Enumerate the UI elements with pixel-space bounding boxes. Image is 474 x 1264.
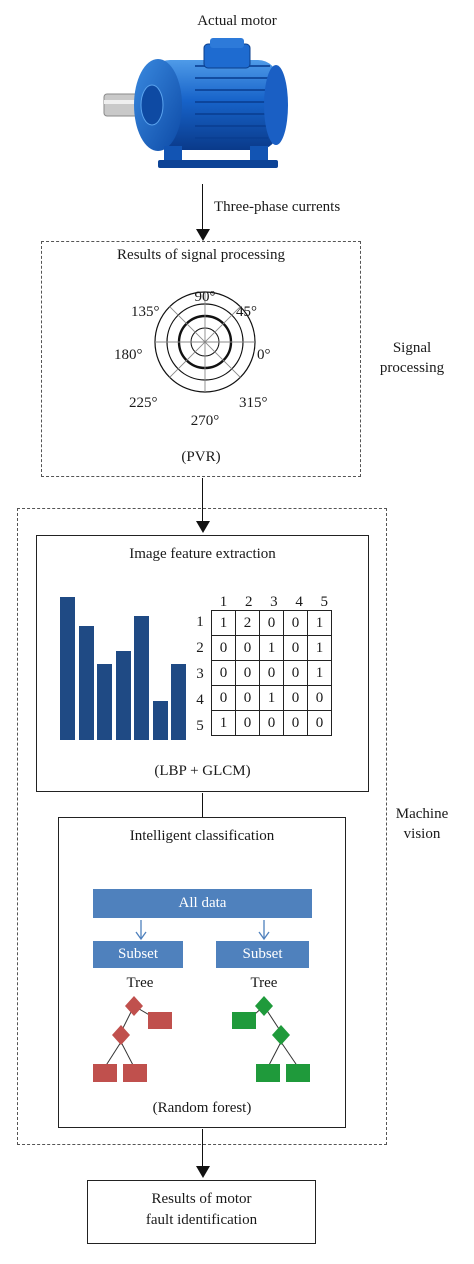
glcm-row-header: 1 [196, 614, 204, 630]
arrow-classification-to-result [202, 1129, 204, 1169]
angle-0: 0° [257, 347, 271, 363]
glcm-cell: 1 [211, 610, 236, 636]
glcm-cell: 0 [235, 710, 260, 736]
glcm-row-header: 2 [196, 640, 204, 656]
glcm-cell: 2 [235, 610, 260, 636]
histogram-bar [134, 616, 149, 740]
glcm-cell: 0 [235, 685, 260, 711]
angle-225: 225° [129, 395, 158, 411]
glcm-cell: 0 [283, 610, 308, 636]
edge-label-three-phase: Three-phase currents [214, 199, 341, 215]
glcm-cell: 1 [211, 710, 236, 736]
glcm-cell: 0 [235, 660, 260, 686]
arrowhead-motor-to-signal [196, 229, 210, 241]
glcm-cell: 1 [307, 610, 332, 636]
signal-side-label-1: Signal [392, 340, 432, 356]
angle-90: 90° [194, 289, 216, 305]
glcm-cell: 0 [211, 660, 236, 686]
glcm-cell: 0 [283, 685, 308, 711]
glcm-col-header: 4 [295, 594, 303, 610]
lbp-histogram [60, 597, 190, 740]
signal-side-label-2: processing [379, 360, 445, 376]
glcm-cell: 0 [211, 635, 236, 661]
result-box [87, 1180, 316, 1244]
angle-45: 45° [236, 304, 257, 320]
glcm-row-header: 4 [196, 692, 204, 708]
feature-box-caption: (LBP + GLCM) [154, 763, 251, 779]
histogram-bar [78, 626, 94, 740]
glcm-row-header: 3 [196, 666, 204, 682]
signal-box-caption: (PVR) [181, 449, 221, 465]
histogram-bar [171, 664, 186, 740]
arrow-features-to-classification [202, 793, 204, 823]
polar-plot [154, 291, 256, 393]
all-data-block: All data [93, 889, 312, 918]
glcm-cell: 1 [307, 660, 332, 686]
classification-box-caption: (Random forest) [152, 1100, 252, 1116]
angle-270: 270° [190, 413, 220, 429]
glcm-cell: 1 [307, 635, 332, 661]
result-line-1: Results of motor [151, 1191, 252, 1207]
mv-side-label-2: vision [403, 826, 441, 842]
motor-image [103, 38, 288, 168]
glcm-cell: 0 [283, 635, 308, 661]
glcm-cell: 0 [283, 710, 308, 736]
arrow-motor-to-signal [202, 184, 204, 232]
glcm-cell: 0 [259, 610, 284, 636]
glcm-cell: 0 [307, 710, 332, 736]
split-arrows [135, 920, 270, 941]
histogram-bar [115, 651, 131, 740]
arrowhead-signal-to-features [196, 521, 210, 533]
glcm-col-header: 3 [270, 594, 278, 610]
glcm-cell: 0 [211, 685, 236, 711]
arrowhead-classification-to-result [196, 1166, 210, 1178]
glcm-col-header: 5 [320, 594, 329, 610]
glcm-cell: 0 [259, 660, 284, 686]
tree-right-icon [232, 996, 310, 1082]
glcm-cell: 1 [259, 685, 284, 711]
angle-315: 315° [239, 395, 268, 411]
angle-180: 180° [114, 347, 143, 363]
glcm-cell: 0 [283, 660, 308, 686]
tree-left-label: Tree [126, 975, 154, 991]
signal-box-title: Results of signal processing [117, 247, 285, 263]
arrow-signal-to-features [202, 478, 204, 524]
result-line-2: fault identification [145, 1212, 258, 1228]
tree-right-label: Tree [250, 975, 278, 991]
glcm-col-header: 2 [244, 594, 253, 610]
feature-box-title: Image feature extraction [129, 546, 276, 562]
angle-135: 135° [131, 304, 160, 320]
mv-side-label-1: Machine [395, 806, 449, 822]
classification-box-title: Intelligent classification [129, 828, 275, 844]
histogram-bar [152, 701, 168, 740]
motor-title: Actual motor [197, 13, 277, 29]
glcm-cell: 1 [259, 635, 284, 661]
glcm-cell: 0 [259, 710, 284, 736]
tree-left-icon [93, 996, 172, 1082]
subset-left-block: Subset [93, 941, 183, 968]
glcm-cell: 0 [307, 685, 332, 711]
glcm-row-headers: 1 2 3 4 5 [194, 612, 208, 742]
subset-right-block: Subset [216, 941, 309, 968]
histogram-bar [97, 664, 112, 740]
glcm-cell: 0 [235, 635, 260, 661]
glcm-col-header: 1 [219, 594, 228, 610]
histogram-bar [60, 597, 75, 740]
glcm-row-header: 5 [196, 718, 204, 734]
signal-processing-box [41, 241, 361, 477]
